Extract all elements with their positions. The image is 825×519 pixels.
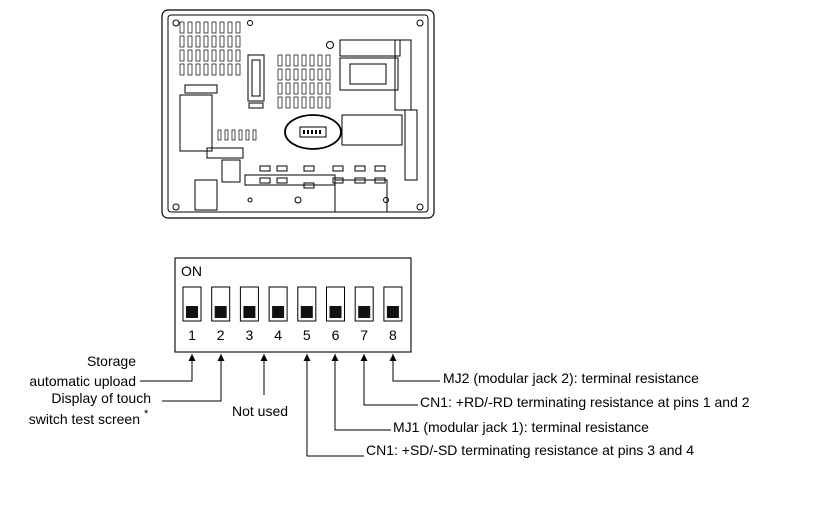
dip-switch-highlight: [284, 114, 342, 150]
callout-sw1-line1: Storage: [86, 353, 136, 369]
callout-sw1-line2: automatic upload: [29, 373, 136, 389]
dip-knob: [186, 306, 198, 318]
vent-grid-left: [179, 21, 257, 141]
dip-number-2: 2: [217, 327, 225, 343]
dip-switch: ON 1 2 3 4 5 6 7 8: [174, 257, 412, 353]
arrowhead: [331, 354, 339, 361]
dip-knob: [358, 306, 371, 318]
leader-sw6: [334, 354, 391, 431]
dip-switch-8: 8: [383, 286, 403, 343]
dip-knob: [386, 306, 399, 318]
arrowhead: [188, 354, 196, 361]
dip-switch-3: 3: [239, 286, 259, 343]
dip-number-6: 6: [332, 327, 340, 343]
dip-number-1: 1: [188, 327, 196, 343]
arrowhead: [217, 354, 225, 361]
dip-number-5: 5: [303, 327, 311, 343]
leader-sw7: [363, 354, 418, 406]
dip-switch-5: 5: [297, 286, 317, 343]
leader-sw1: [140, 354, 193, 382]
dip-switch-6: 6: [326, 286, 345, 343]
dip-knob: [272, 306, 285, 318]
connector-labels-row: [259, 165, 386, 189]
dip-switch-1: 1: [182, 286, 202, 343]
arrowhead: [303, 354, 311, 361]
dip-number-8: 8: [389, 327, 397, 343]
callout-sw7: CN1: +RD/-RD terminating resistance at p…: [420, 394, 750, 410]
callout-sw34: Not used: [232, 403, 289, 419]
dip-knob: [243, 306, 256, 318]
arrowhead: [389, 354, 397, 361]
callout-sw2-note: *: [144, 408, 149, 420]
dip-number-7: 7: [360, 327, 368, 343]
arrowhead: [260, 354, 268, 361]
dip-knob: [214, 306, 227, 318]
leader-sw8: [392, 354, 440, 382]
callout-sw8: MJ2 (modular jack 2): terminal resistanc…: [443, 370, 699, 386]
dip-knob: [300, 306, 313, 318]
callout-sw6: MJ1 (modular jack 1): terminal resistanc…: [393, 419, 649, 435]
dip-knob: [329, 306, 342, 318]
arrowhead: [360, 354, 368, 361]
callout-sw2-line1: Display of touch: [51, 390, 151, 406]
vent-grid-center: [277, 54, 331, 109]
dip-switch-7: 7: [354, 286, 374, 343]
leader-sw5: [306, 354, 364, 457]
device-rear-panel: [161, 9, 435, 219]
dip-switch-body: [174, 257, 412, 353]
callout-sw2-line2: switch test screen: [28, 411, 140, 427]
leader-sw2: [162, 354, 222, 402]
dip-switch-2: 2: [211, 286, 231, 343]
arrowheads: [188, 354, 397, 361]
leader-lines: [140, 351, 440, 457]
dip-on-label: ON: [181, 263, 202, 279]
dip-number-3: 3: [246, 327, 254, 343]
callout-sw5: CN1: +SD/-SD terminating resistance at p…: [366, 442, 694, 458]
dip-switch-4: 4: [268, 286, 288, 343]
dip-number-4: 4: [274, 327, 282, 343]
